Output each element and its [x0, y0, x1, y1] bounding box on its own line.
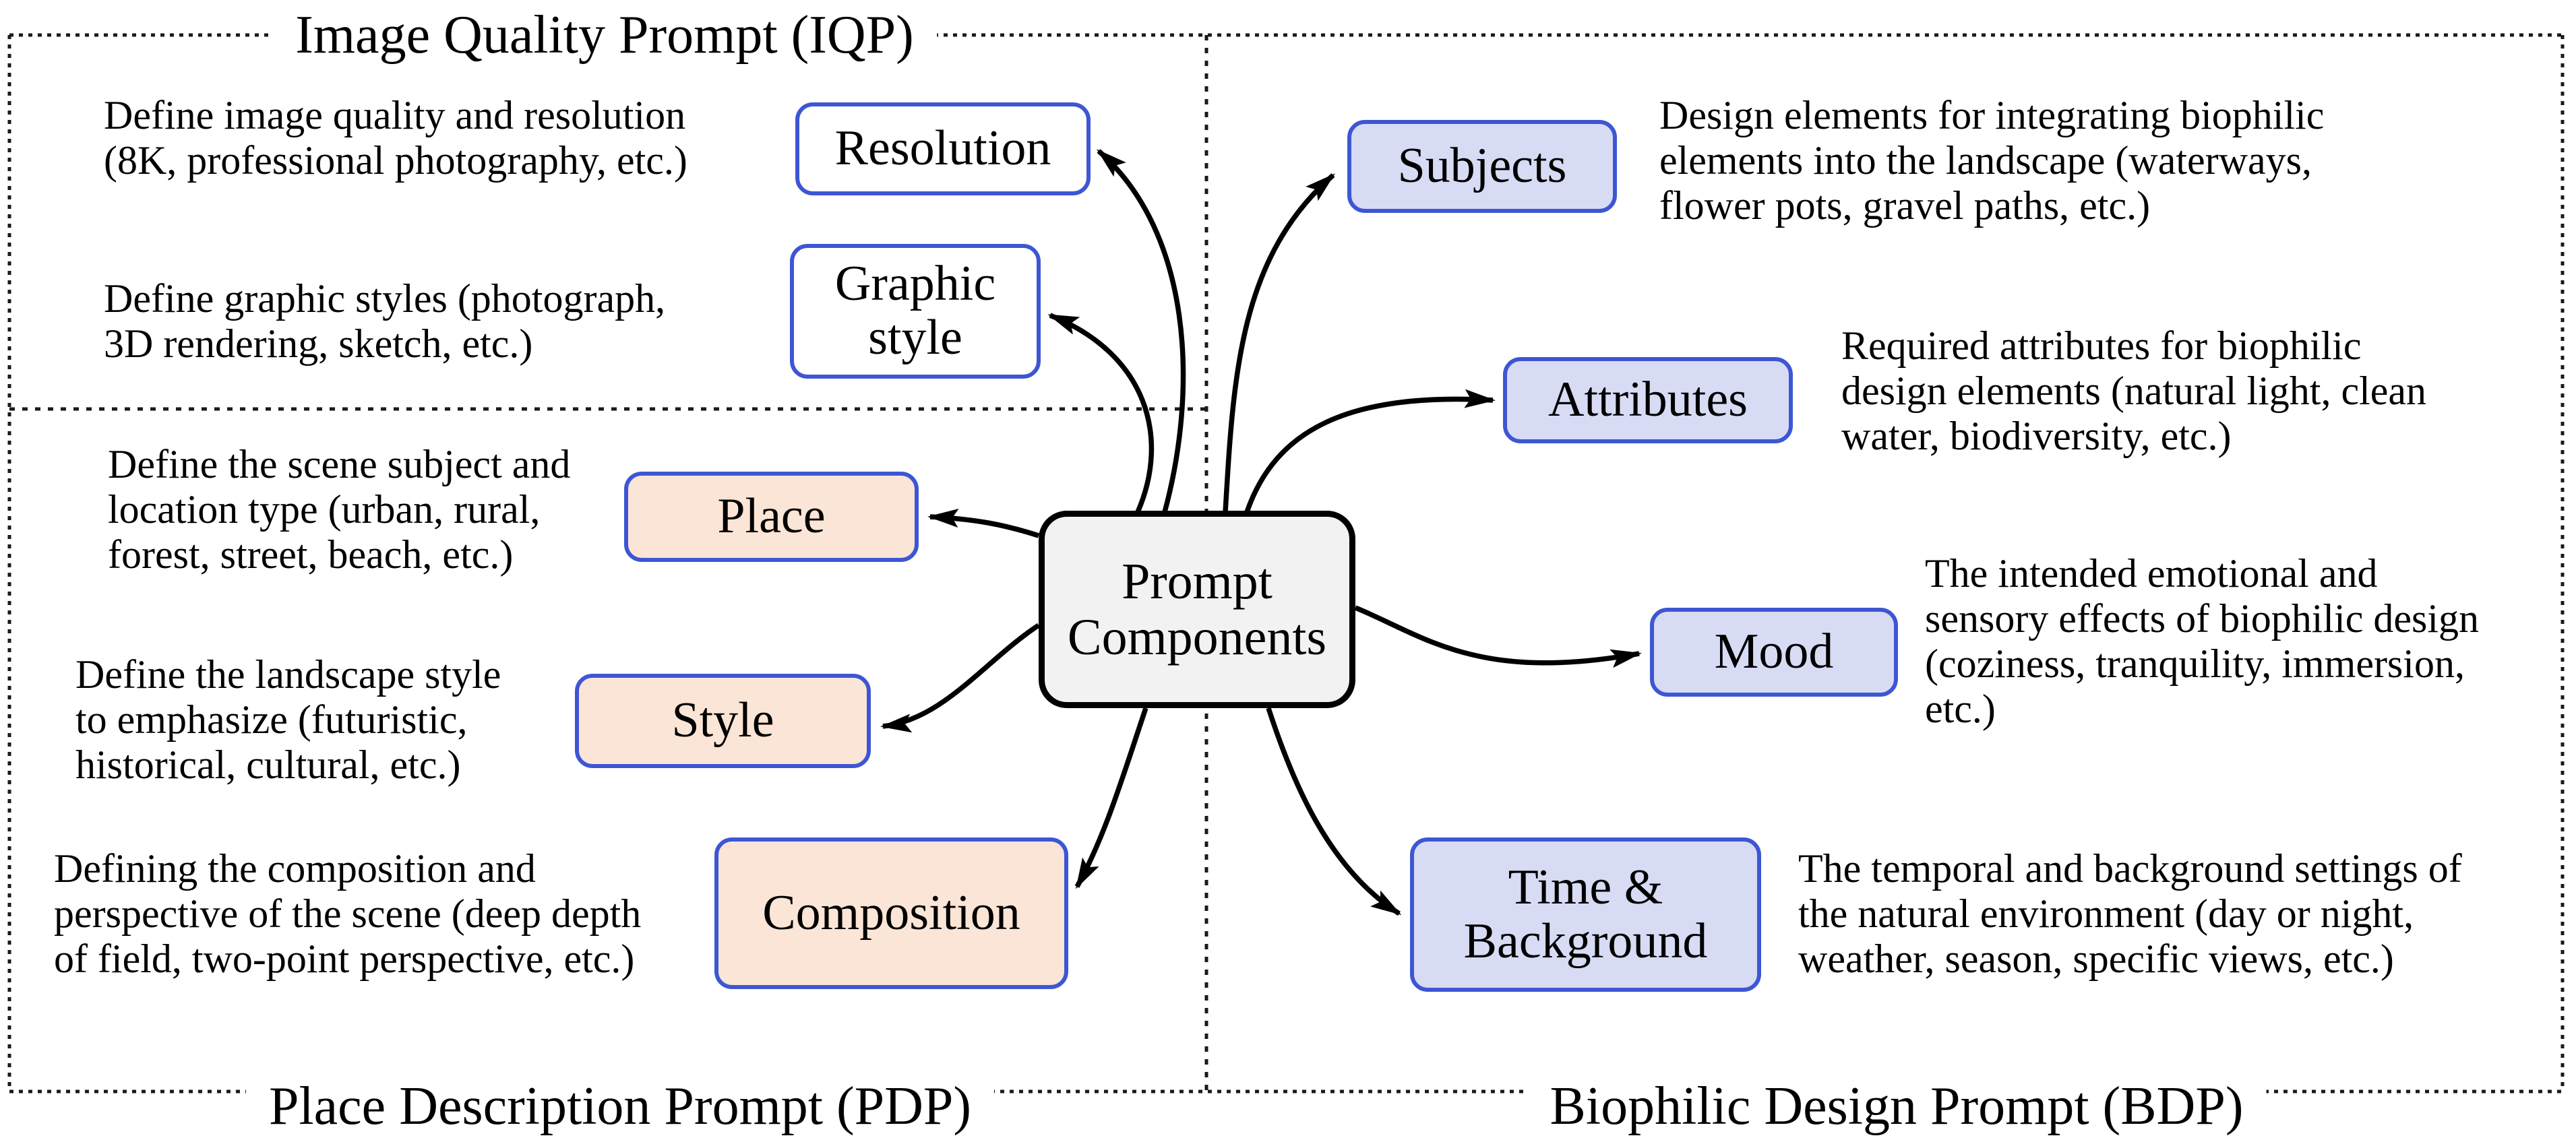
desc-composition: Defining the composition and perspective… — [54, 846, 642, 981]
node-resolution: Resolution — [795, 102, 1091, 195]
desc-attributes: Required attributes for biophilic design… — [1841, 323, 2427, 458]
desc-graphic-style: Define graphic styles (photograph, 3D re… — [104, 276, 666, 366]
section-title-pdp: Place Description Prompt (PDP) — [245, 1075, 995, 1137]
desc-mood: The intended emotional and sensory effec… — [1925, 551, 2480, 731]
node-time-background: Time & Background — [1410, 837, 1761, 992]
node-attributes: Attributes — [1503, 357, 1793, 443]
node-composition: Composition — [714, 837, 1068, 989]
node-place: Place — [624, 472, 919, 562]
desc-resolution: Define image quality and resolution (8K,… — [104, 93, 687, 183]
node-graphic-style: Graphic style — [790, 244, 1041, 379]
desc-style: Define the landscape style to emphasize … — [75, 652, 501, 787]
node-style: Style — [575, 674, 871, 768]
node-mood: Mood — [1650, 608, 1898, 697]
section-title-bdp: Biophilic Design Prompt (BDP) — [1527, 1075, 2267, 1137]
section-title-iqp: Image Quality Prompt (IQP) — [272, 4, 937, 66]
desc-time-background: The temporal and background settings of … — [1798, 846, 2462, 981]
node-subjects: Subjects — [1347, 120, 1617, 213]
node-prompt-components: Prompt Components — [1039, 511, 1355, 708]
desc-place: Define the scene subject and location ty… — [108, 442, 571, 577]
desc-subjects: Design elements for integrating biophili… — [1659, 93, 2325, 228]
